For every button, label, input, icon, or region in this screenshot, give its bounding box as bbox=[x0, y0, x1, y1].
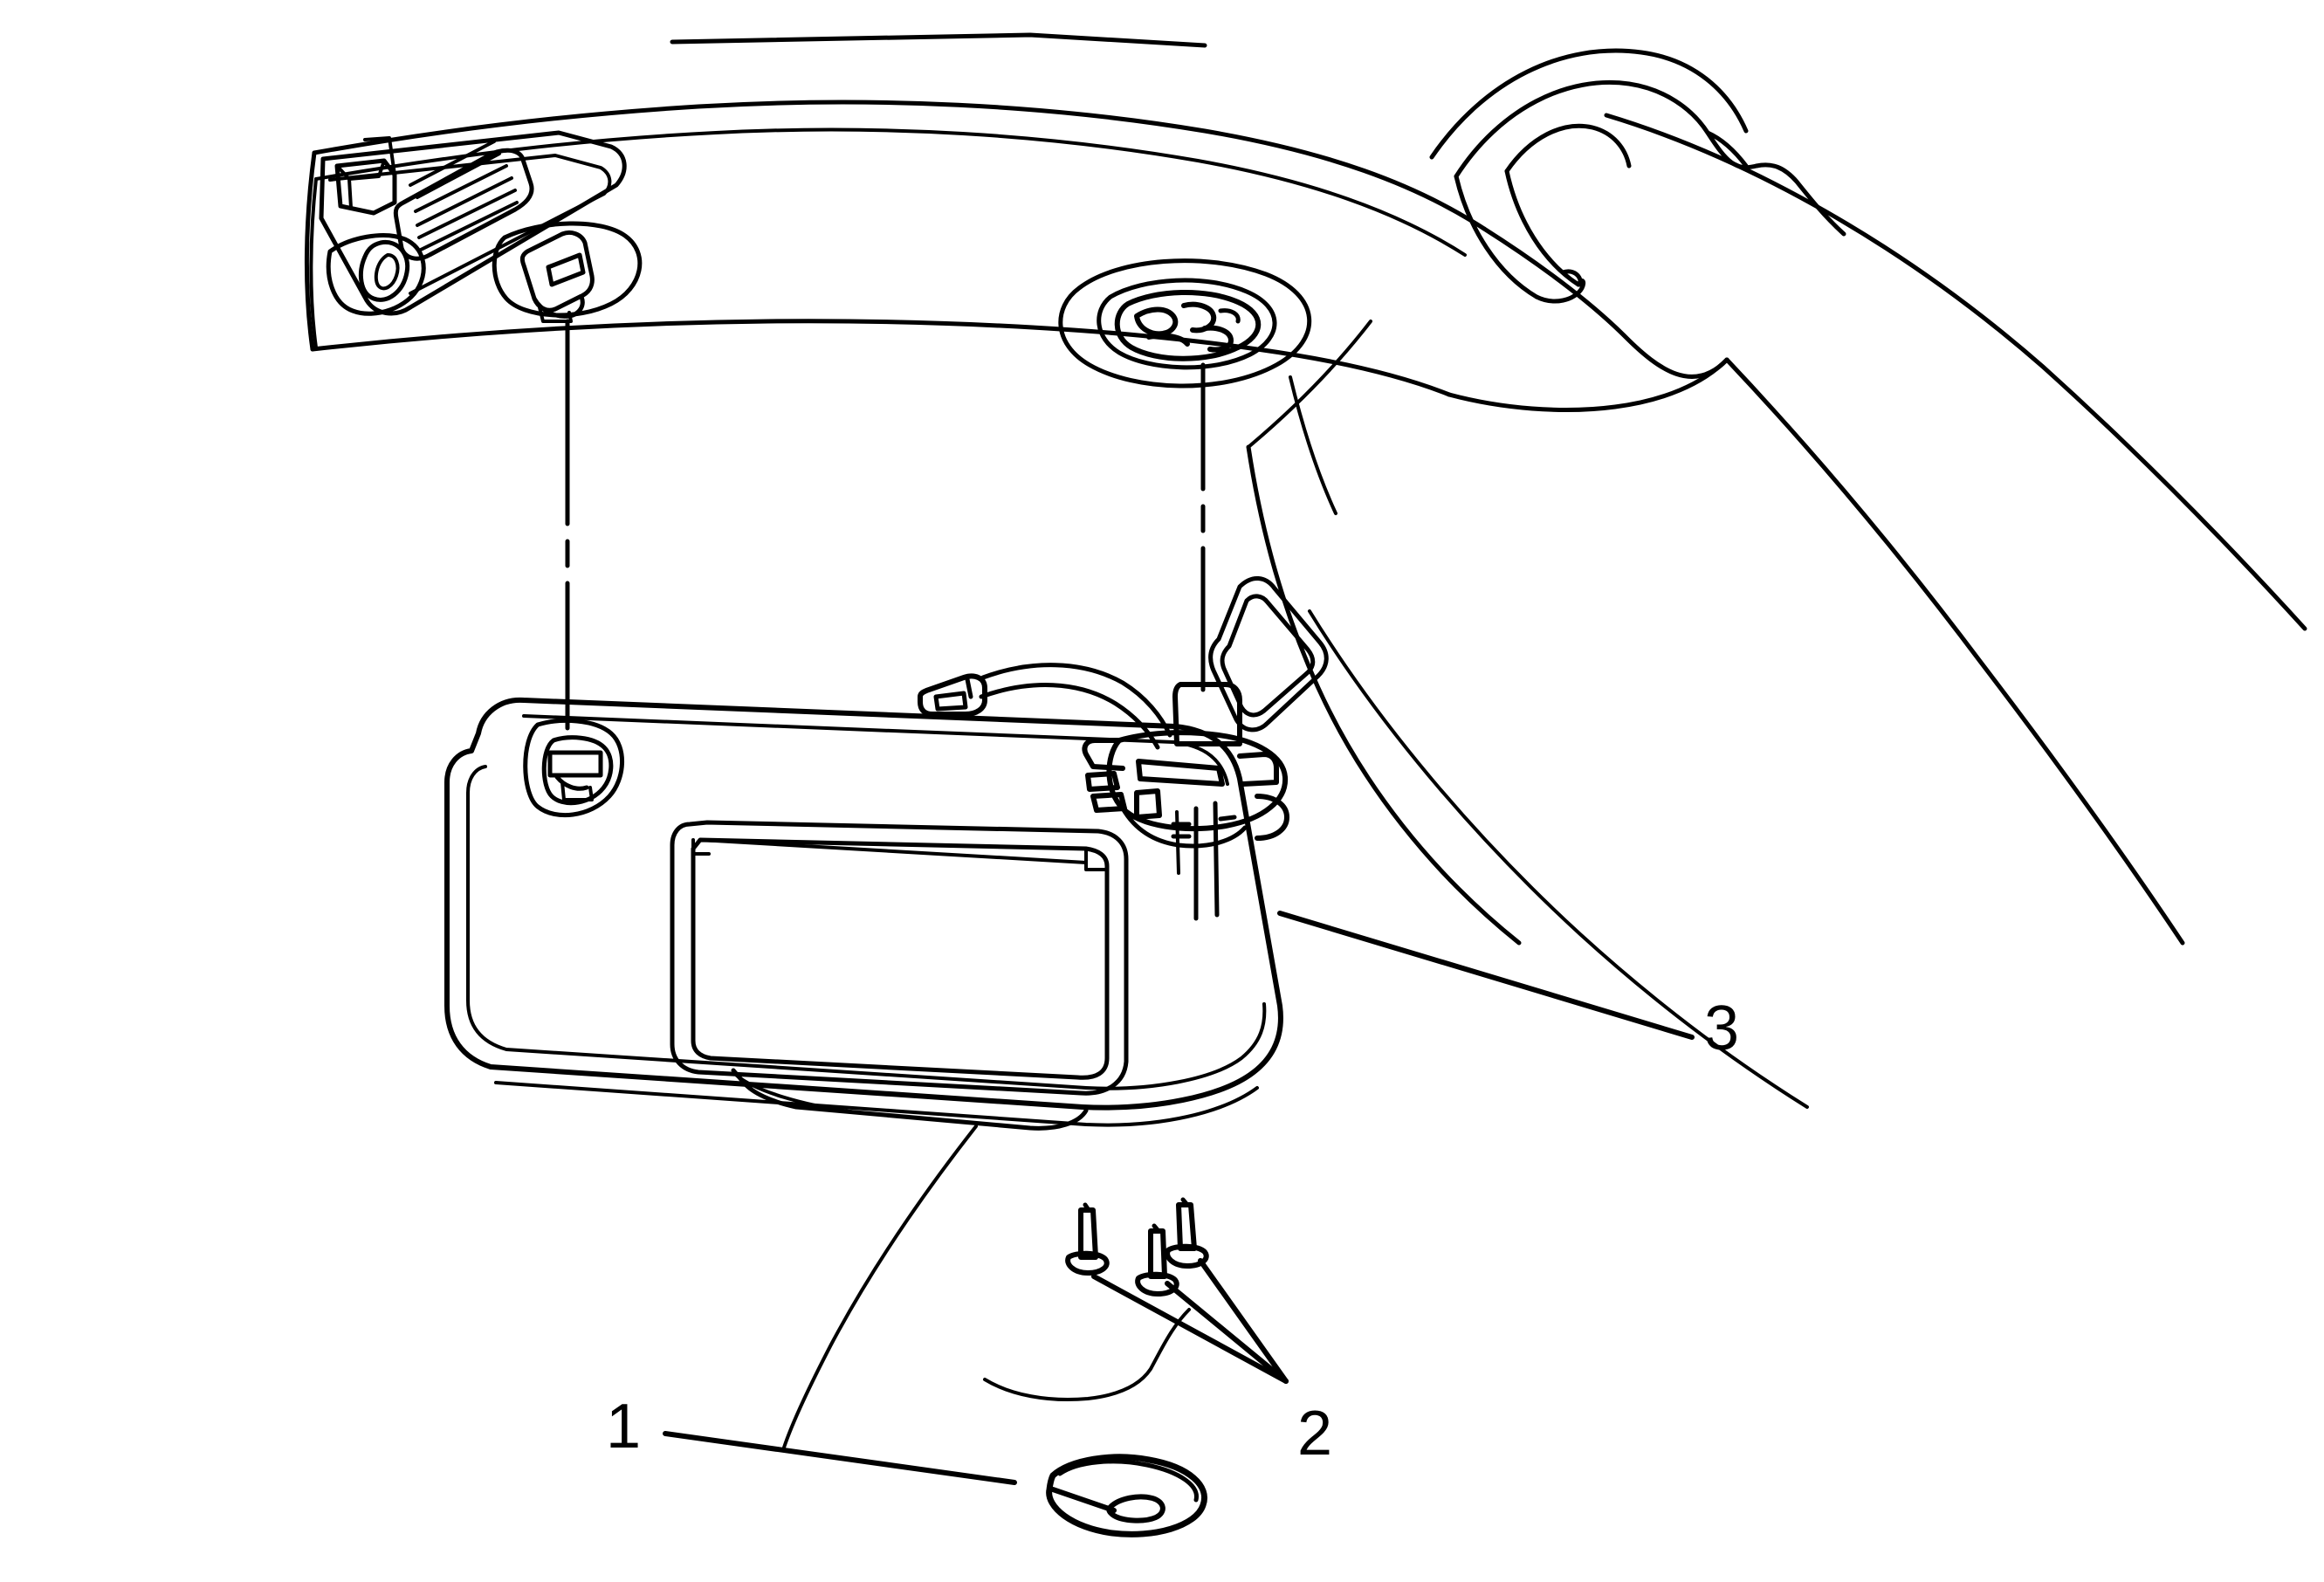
console-switch-icon bbox=[334, 136, 397, 216]
vanity-mirror bbox=[670, 820, 1129, 1131]
pillar-emblem-icon bbox=[1208, 576, 1329, 733]
callout-label-3: 3 bbox=[1704, 994, 1740, 1063]
retainer-cap-icon bbox=[1046, 1454, 1207, 1537]
assist-grab-handle-icon bbox=[1429, 48, 1846, 304]
visor-hook-retainer-icon bbox=[492, 221, 643, 323]
console-vent-grille-icon bbox=[393, 140, 534, 261]
map-lamp-lens-icon bbox=[326, 233, 426, 316]
visor-pivot-socket-icon bbox=[1058, 258, 1311, 389]
leader-line-3 bbox=[1277, 911, 1695, 1040]
leader-line-1 bbox=[663, 1431, 1017, 1485]
visor-wire-harness bbox=[918, 663, 1172, 750]
callout-label-2: 2 bbox=[1297, 1399, 1333, 1469]
screw-1-icon bbox=[1065, 1202, 1110, 1276]
leader-line-2b bbox=[1165, 1281, 1289, 1384]
windshield-outline bbox=[782, 1125, 1191, 1449]
callout-label-1: 1 bbox=[606, 1392, 642, 1462]
callout-leader-lines bbox=[663, 911, 1695, 1485]
overhead-console bbox=[319, 130, 627, 316]
assembly-alignment-lines bbox=[565, 319, 1206, 731]
visor-pivot-bracket bbox=[1082, 682, 1289, 921]
visor-hook-bracket-icon bbox=[523, 718, 624, 818]
leader-line-2c bbox=[1198, 1258, 1289, 1384]
leader-line-2a bbox=[1091, 1274, 1289, 1384]
